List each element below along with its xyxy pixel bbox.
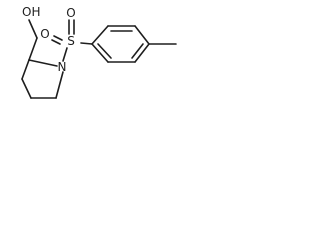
atom-label-oh: OH	[22, 5, 40, 19]
bond-o-ch2	[28, 19, 38, 39]
bond-s-aryl	[80, 42, 93, 45]
bond-ch2-c2	[28, 37, 38, 61]
bond-s-o-left-a	[53, 35, 63, 41]
ring-bond-3	[134, 25, 150, 45]
atom-label-o-top: O	[66, 6, 75, 20]
bond-n-s	[62, 47, 68, 62]
ring-bond-6	[91, 43, 109, 63]
ring-bond-1	[91, 25, 109, 45]
bond-c4-c3	[21, 78, 32, 99]
atom-label-s: S	[67, 34, 75, 48]
chemical-structure: OH N S O O	[21, 5, 177, 99]
bond-s-o-left-b	[51, 39, 61, 45]
bond-n-c5	[55, 71, 64, 99]
bond-c2-n	[28, 59, 58, 67]
ring-double-2	[131, 43, 144, 59]
bond-c3-c2	[21, 59, 30, 80]
atom-label-o-left: O	[40, 27, 49, 41]
ring-bond-4	[134, 43, 150, 63]
ring-double-3	[97, 43, 112, 59]
atom-label-n: N	[58, 60, 67, 74]
